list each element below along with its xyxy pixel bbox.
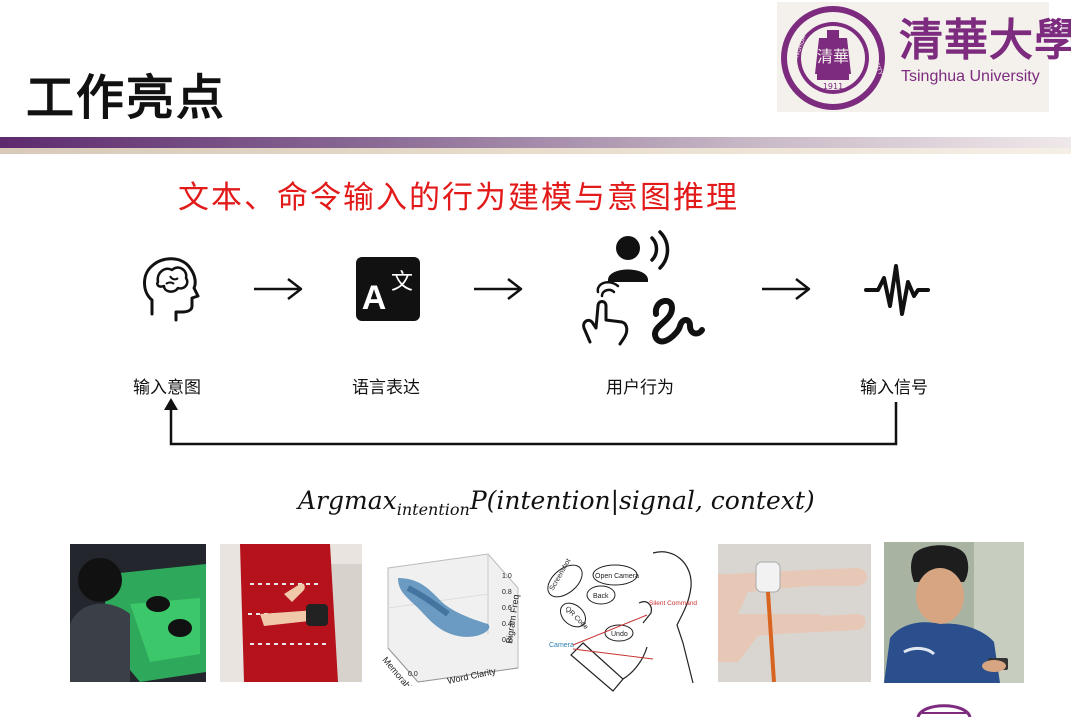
head-brain-icon	[143, 257, 200, 322]
flow-label-user-behavior: 用户行为	[606, 378, 674, 398]
photo-3d-scatter-plot: Memorability Word Clarity Bigram Freq 1.…	[378, 548, 528, 686]
university-logo: 清華 1911 TSINGHUA UNIVERSITY 清華大學 Tsinghu…	[777, 2, 1071, 112]
formula-subscript: intention	[396, 500, 470, 519]
intent-formula: ArgmaxintentionP(intention|signal, conte…	[298, 486, 815, 519]
logo-english-name: Tsinghua University	[901, 68, 1040, 85]
flow-label-input-signal: 输入信号	[860, 378, 928, 398]
photo-smartwatch-input	[220, 544, 362, 682]
callout-back: Back	[593, 593, 609, 600]
formula-rest: P(intention|signal, context)	[469, 486, 815, 515]
slide-title: 工作亮点	[26, 70, 227, 126]
tick-label: 1.0	[502, 573, 512, 580]
logo-chinese-name: 清華大學	[899, 15, 1071, 66]
seal-year: 1911	[823, 82, 843, 91]
svg-text:清華: 清華	[817, 47, 849, 66]
translate-icon: A 文	[356, 257, 420, 321]
right-arrow-icon	[762, 278, 811, 300]
partial-logo-icon	[916, 704, 972, 717]
flow-label-language-expression: 语言表达	[352, 378, 420, 398]
callout-undo: Undo	[611, 631, 628, 638]
tick-label: 0.8	[502, 589, 512, 596]
callout-open-camera: Open Camera	[595, 573, 639, 580]
user-voice-gesture-icon	[582, 230, 705, 346]
photo-voice-command-sketch: Screenshot Open Camera Back QR Code Sile…	[543, 543, 703, 693]
right-arrow-icon	[474, 278, 523, 300]
university-seal-icon: 清華 1911 TSINGHUA UNIVERSITY	[781, 6, 885, 110]
tick-label: 0.0	[408, 671, 418, 678]
formula-main: Argmax	[298, 486, 397, 515]
flow-label-input-intention: 输入意图	[133, 378, 201, 398]
tick-label: 0.6	[502, 605, 512, 612]
feedback-loop-arrow	[164, 398, 898, 446]
slide-subtitle: 文本、命令输入的行为建模与意图推理	[178, 180, 739, 216]
callout-silent-command: Silent Command	[649, 600, 697, 607]
tick-label: 0.2	[502, 637, 512, 644]
tick-label: 0.4	[502, 621, 512, 628]
svg-text:文: 文	[391, 270, 413, 295]
header-divider-band	[0, 137, 1071, 154]
photo-tabletop-typing	[70, 544, 206, 682]
callout-camera: Camera	[549, 642, 574, 649]
right-arrow-icon	[254, 278, 303, 300]
photo-phone-user	[884, 542, 1024, 683]
svg-text:A: A	[362, 279, 387, 317]
waveform-icon	[864, 264, 930, 316]
photo-finger-ring	[718, 544, 871, 682]
